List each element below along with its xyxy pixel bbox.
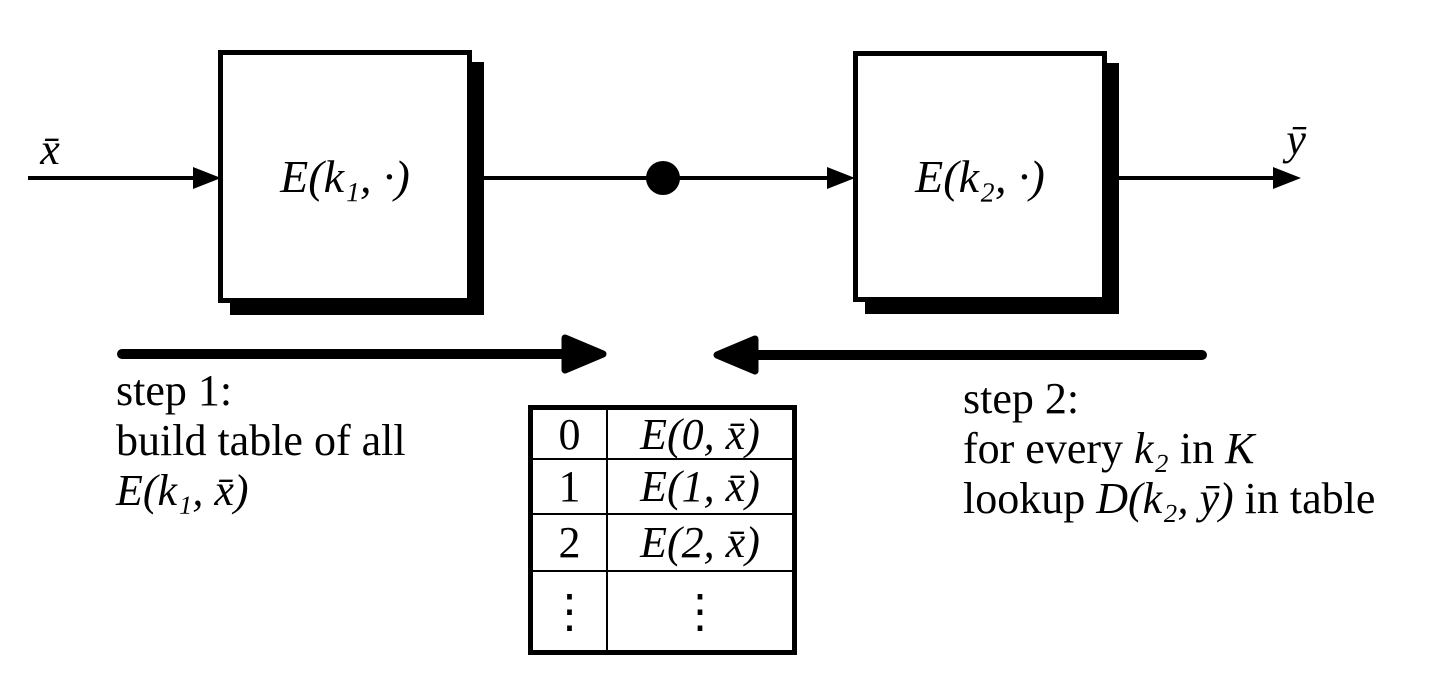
- encryption-box-2: E(k₂, ·): [853, 51, 1107, 302]
- step2-decrypt-formula: D(k₂, ȳ): [1096, 474, 1234, 523]
- step1-caption: step 1: build table of all E(k₁, x̄): [116, 366, 406, 516]
- step2-line3: lookup D(k₂, ȳ) in table: [963, 474, 1375, 524]
- step2-key2-symbol: k₂: [1134, 424, 1169, 473]
- step1-line3-formula: E(k₁, x̄): [116, 466, 249, 515]
- step2-line1: step 2:: [963, 374, 1080, 423]
- step1-line1: step 1:: [116, 366, 233, 415]
- ciphertext-label: ȳ: [1286, 115, 1306, 164]
- encryption-box-1-label: E(k₁, ·): [280, 151, 410, 202]
- step2-line3-suffix: in table: [1233, 474, 1376, 523]
- table-value-cell: E(2, x̄): [608, 515, 792, 572]
- encryption-box-2-label: E(k₂, ·): [915, 151, 1045, 202]
- intermediate-junction-dot: [646, 161, 680, 195]
- step2-line3-text: lookup: [963, 474, 1097, 523]
- step2-caption: step 2: for every k₂ in K lookup D(k₂, y…: [963, 374, 1375, 524]
- table-value-cell: E(1, x̄): [608, 460, 792, 515]
- step2-arrowhead: [713, 335, 759, 375]
- table-value-cell-ellipsis: ⋮: [677, 586, 723, 637]
- table-value-cell: E(0, x̄): [608, 410, 792, 460]
- table-key-cell: 0: [533, 410, 608, 460]
- output-arrowhead: [1273, 167, 1301, 189]
- encryption-box-1: E(k₁, ·): [218, 50, 472, 303]
- step2-keyspace-symbol: K: [1225, 424, 1255, 473]
- table-key-cell: 1: [533, 460, 608, 515]
- step1-line2: build table of all: [116, 416, 406, 465]
- step2-line2: for every k₂ in K: [963, 424, 1375, 474]
- step2-line2-text: for every: [963, 424, 1135, 473]
- step2-line2-connector: in: [1168, 424, 1226, 473]
- table-key-cell: 2: [533, 515, 608, 572]
- lookup-table: 0 E(0, x̄) 1 E(1, x̄) 2 E(2, x̄) ⋮ ⋮: [528, 405, 797, 655]
- middle-arrowhead: [827, 167, 855, 189]
- step1-arrowhead: [561, 334, 607, 374]
- plaintext-label: x̄: [40, 125, 60, 174]
- table-key-cell-ellipsis: ⋮: [533, 572, 608, 650]
- input-arrowhead: [193, 167, 221, 189]
